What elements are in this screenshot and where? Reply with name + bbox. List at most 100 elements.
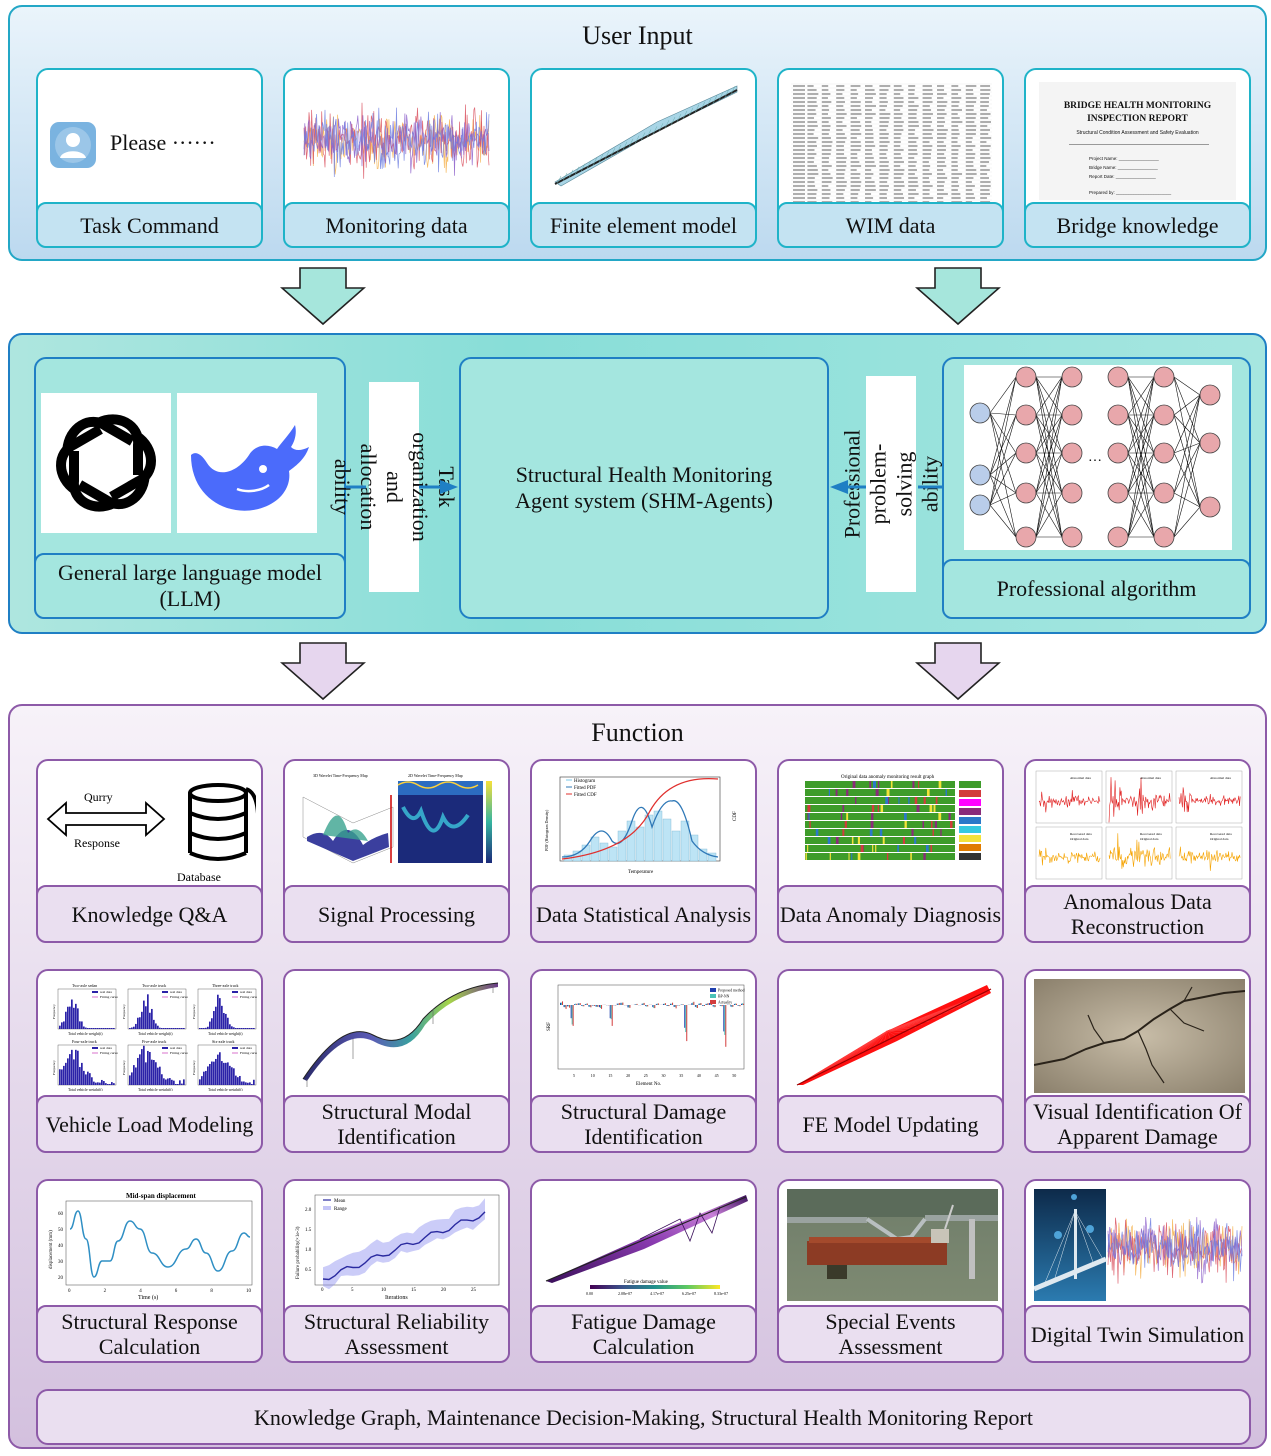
wim-cell — [951, 149, 959, 151]
anomaly-mark — [807, 845, 809, 852]
anomaly-mark — [877, 805, 880, 812]
vehicle-hist-bar — [165, 1028, 167, 1029]
fe-cable — [598, 154, 604, 163]
knowledge-qa-caption: Knowledge Q&A — [36, 885, 263, 943]
wim-cell — [893, 101, 904, 103]
shm-agents-label: Structural Health Monitoring Agent syste… — [515, 462, 773, 513]
vehicle-hist-bar — [111, 1082, 113, 1085]
wim-cell — [908, 169, 917, 171]
wim-cell — [893, 197, 905, 199]
displacement-title: Mid-span displacement — [126, 1192, 196, 1200]
displacement-ytick: 60 — [58, 1212, 64, 1217]
fe-cable — [652, 126, 658, 135]
nn-node — [1061, 366, 1083, 388]
wim-cell — [821, 129, 830, 131]
vehicle-legend-label: Fitting curve — [170, 1051, 188, 1055]
anomaly-mark — [923, 797, 926, 804]
vehicle-hist-bar — [137, 1057, 139, 1085]
damage-bar — [621, 1002, 623, 1005]
vehicle-hist-bar — [73, 1059, 75, 1085]
damage-bar — [663, 1003, 665, 1005]
wim-cell — [836, 145, 844, 147]
nn-edge — [989, 474, 1017, 538]
anomaly-mark — [940, 829, 942, 836]
structural-response-calculation-caption: Structural Response Calculation — [36, 1305, 263, 1363]
damage-bar — [562, 1001, 563, 1005]
wim-cell — [965, 89, 974, 91]
damage-bar — [600, 1005, 602, 1008]
wim-cell — [893, 201, 902, 202]
anomaly-mark — [857, 853, 861, 860]
wim-cell — [965, 173, 977, 175]
wim-cell — [793, 189, 805, 191]
vehicle-hist-bar — [153, 1019, 155, 1029]
report-field: Report Date: ________________ — [1089, 174, 1156, 179]
wim-cell — [821, 101, 832, 103]
vehicle-hist-bar — [75, 1049, 77, 1085]
vehicle-hist-bar — [89, 1073, 91, 1085]
wim-cell — [922, 109, 932, 111]
wim-cell — [980, 197, 987, 199]
anomaly-mark — [835, 837, 839, 844]
vehicle-hist-bar — [63, 1021, 65, 1029]
damage-bar — [709, 1002, 711, 1005]
damage-bar — [707, 1003, 709, 1005]
nn-edge — [989, 492, 1017, 506]
vehicle-hist-bar — [205, 1070, 207, 1085]
damage-bar — [695, 1005, 697, 1008]
anomaly-mark — [851, 853, 853, 860]
wim-cell — [879, 125, 889, 127]
anomaly-mark — [925, 845, 929, 852]
nn-edge — [1127, 414, 1155, 538]
wim-cell — [893, 169, 905, 171]
displacement-ytick: 20 — [58, 1276, 64, 1281]
wim-cell — [850, 149, 861, 151]
vehicle-hist-bar — [173, 1080, 175, 1085]
damage-bar — [719, 1005, 721, 1006]
nn-edge — [1035, 414, 1063, 494]
vehicle-hist-bar — [157, 1025, 159, 1029]
vehicle-hist-bar — [245, 1028, 247, 1029]
wim-cell — [980, 113, 991, 115]
vehicle-legend-swatch — [162, 1047, 168, 1049]
hist-bar — [581, 844, 591, 862]
wim-cell — [821, 89, 829, 91]
vehicle-hist-bar — [81, 1021, 83, 1029]
wim-cell — [937, 125, 944, 127]
damage-bar — [672, 1002, 674, 1005]
wim-cell — [793, 177, 805, 179]
anomaly-mark — [887, 797, 890, 804]
wim-cell — [879, 201, 890, 202]
finite-element-model-caption: Finite element model — [530, 202, 757, 248]
damage-bar — [674, 1005, 676, 1008]
vehicle-legend-label: real data — [170, 1046, 182, 1050]
wim-cell — [807, 157, 815, 159]
damage-bar — [737, 1005, 739, 1006]
wim-cell — [793, 173, 805, 175]
wim-cell — [951, 161, 958, 163]
anomaly-mark — [933, 805, 936, 812]
structural-damage-identification-caption: Structural Damage Identification — [530, 1095, 757, 1153]
llm-caption: General large language model (LLM) — [34, 553, 346, 619]
wim-cell — [821, 189, 831, 191]
wim-cell — [908, 113, 917, 115]
damage-bar — [664, 1003, 666, 1005]
fe-cable — [616, 144, 622, 154]
vehicle-hist-bar — [105, 1028, 107, 1029]
damage-bar — [652, 1005, 654, 1008]
wim-cell — [850, 121, 861, 123]
wim-cell — [980, 105, 989, 107]
wim-cell — [951, 173, 963, 175]
wim-cell — [836, 125, 847, 127]
anomaly-mark — [828, 789, 830, 796]
anomaly-mark — [869, 781, 872, 788]
wim-cell — [865, 129, 873, 131]
wim-cell — [821, 113, 829, 115]
llm-box: General large language model (LLM) — [34, 357, 346, 619]
nn-node — [1153, 404, 1175, 426]
anomaly-legend-swatch — [959, 799, 981, 806]
wim-cell — [937, 181, 945, 183]
damage-bar — [585, 1003, 587, 1005]
anomaly-row — [805, 837, 955, 844]
